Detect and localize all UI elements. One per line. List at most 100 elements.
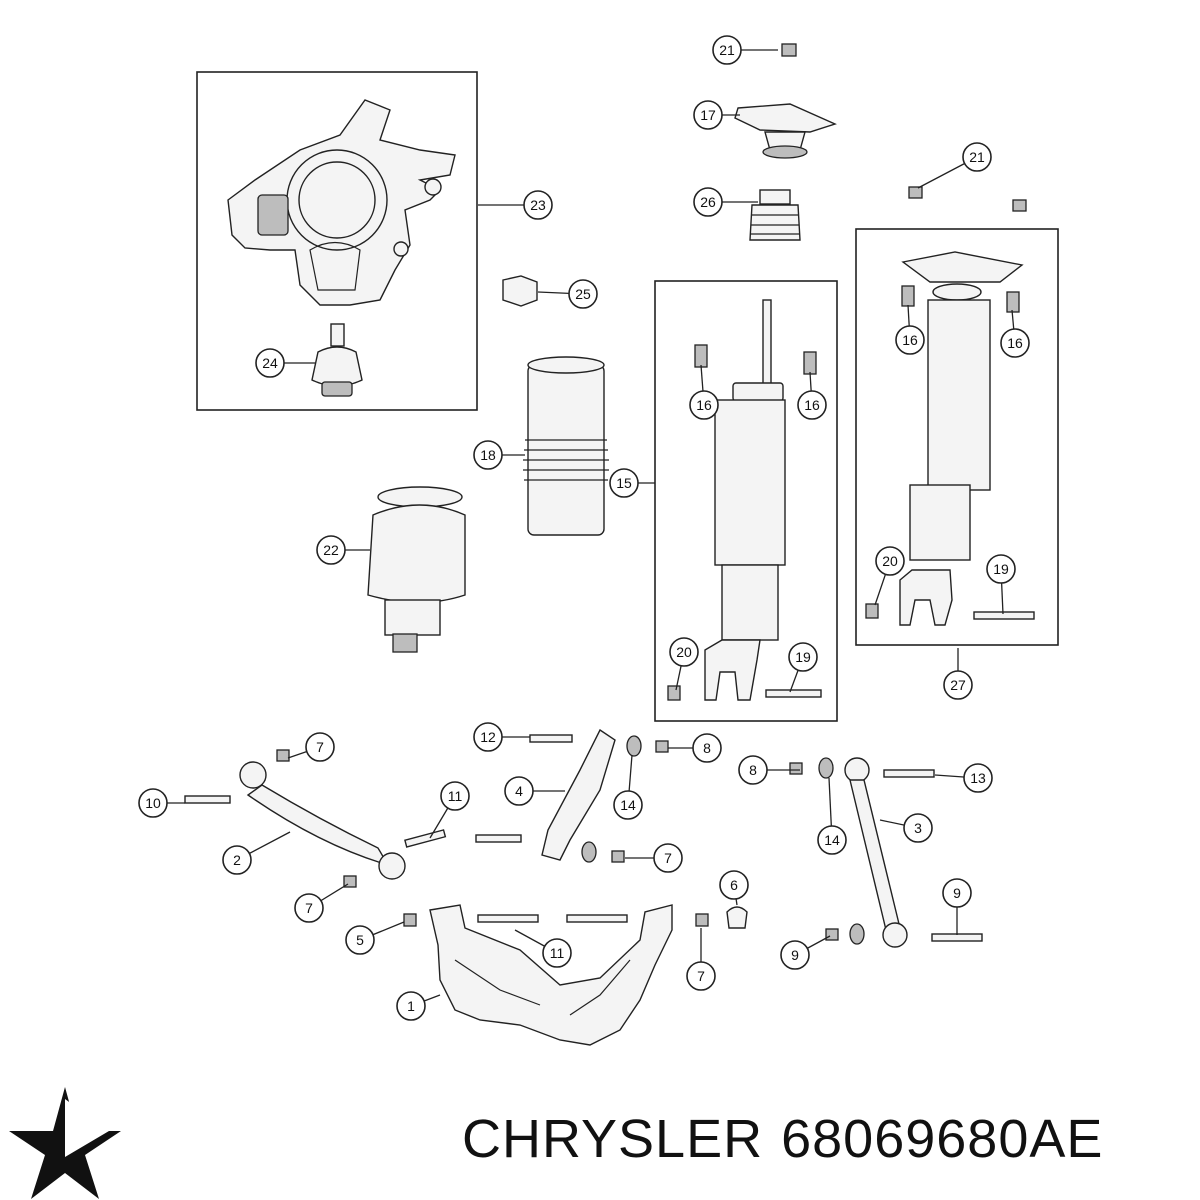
callout-number: 5 xyxy=(356,932,364,948)
callout-number: 7 xyxy=(664,850,672,866)
chrysler-pentastar-icon xyxy=(9,1087,121,1199)
callout-circle xyxy=(255,348,285,378)
callout-circle xyxy=(222,845,252,875)
callout-circle xyxy=(817,825,847,855)
frame-knuckle-group xyxy=(196,71,478,411)
callout-circle xyxy=(473,722,503,752)
callout-25: 25 xyxy=(568,279,598,309)
callout-number: 7 xyxy=(697,968,705,984)
callout-circle xyxy=(653,843,683,873)
part-link-4 xyxy=(404,728,669,863)
callout-24: 24 xyxy=(255,348,285,378)
callout-16: 16 xyxy=(895,325,925,355)
callout-circle xyxy=(943,670,973,700)
brand-name: CHRYSLER xyxy=(462,1109,764,1169)
callout-number: 19 xyxy=(795,649,811,665)
part-upper-mount xyxy=(734,103,837,159)
callout-number: 9 xyxy=(953,885,961,901)
part-air-spring xyxy=(367,486,466,653)
callout-circle xyxy=(669,637,699,667)
callout-number: 10 xyxy=(145,795,161,811)
callout-20: 20 xyxy=(669,637,699,667)
callout-number: 13 xyxy=(970,770,986,786)
callout-7: 7 xyxy=(653,843,683,873)
callout-number: 2 xyxy=(233,852,241,868)
callout-22: 22 xyxy=(316,535,346,565)
callout-number: 6 xyxy=(730,877,738,893)
callout-circle xyxy=(692,733,722,763)
callout-number: 14 xyxy=(620,797,636,813)
part-number: 68069680AE xyxy=(781,1109,1104,1169)
callout-circle xyxy=(875,546,905,576)
callout-26: 26 xyxy=(693,187,723,217)
callout-circle xyxy=(1000,328,1030,358)
callout-9: 9 xyxy=(780,940,810,970)
callout-12: 12 xyxy=(473,722,503,752)
callout-number: 20 xyxy=(882,553,898,569)
callout-number: 21 xyxy=(719,42,735,58)
part-ball-joint xyxy=(311,323,363,397)
callout-8: 8 xyxy=(738,755,768,785)
part-control-arm-2 xyxy=(184,749,406,888)
part-crossmember xyxy=(403,904,748,1046)
callout-16: 16 xyxy=(1000,328,1030,358)
callout-17: 17 xyxy=(693,100,723,130)
callout-circle xyxy=(797,390,827,420)
callout-5: 5 xyxy=(345,925,375,955)
callout-23: 23 xyxy=(523,190,553,220)
part-knuckle xyxy=(227,99,456,306)
part-nut-21-left xyxy=(908,186,923,199)
frame-shock-group xyxy=(654,280,838,722)
callout-number: 17 xyxy=(700,107,716,123)
callout-number: 9 xyxy=(791,947,799,963)
callout-circle xyxy=(609,468,639,498)
callout-21: 21 xyxy=(962,142,992,172)
callout-21: 21 xyxy=(712,35,742,65)
callout-14: 14 xyxy=(817,825,847,855)
callout-number: 8 xyxy=(749,762,757,778)
callout-15: 15 xyxy=(609,468,639,498)
callout-number: 26 xyxy=(700,194,716,210)
callout-number: 20 xyxy=(676,644,692,660)
callout-number: 7 xyxy=(305,900,313,916)
callout-circle xyxy=(986,554,1016,584)
callout-number: 16 xyxy=(804,397,820,413)
frame-strut-group xyxy=(855,228,1059,646)
callout-1: 1 xyxy=(396,991,426,1021)
callout-18: 18 xyxy=(473,440,503,470)
callout-20: 20 xyxy=(875,546,905,576)
callout-circle xyxy=(138,788,168,818)
callout-circle xyxy=(962,142,992,172)
callout-circle xyxy=(963,763,993,793)
callout-circle xyxy=(719,870,749,900)
callout-number: 24 xyxy=(262,355,278,371)
callout-circle xyxy=(345,925,375,955)
callout-7: 7 xyxy=(305,732,335,762)
callout-16: 16 xyxy=(689,390,719,420)
callout-circle xyxy=(294,893,324,923)
callout-number: 27 xyxy=(950,677,966,693)
part-strut xyxy=(865,251,1035,626)
callout-number: 16 xyxy=(902,332,918,348)
callout-7: 7 xyxy=(686,961,716,991)
callout-14: 14 xyxy=(613,790,643,820)
callout-6: 6 xyxy=(719,870,749,900)
callout-number: 11 xyxy=(550,945,565,961)
callout-circle xyxy=(693,187,723,217)
brand-footer: CHRYSLER 68069680AE xyxy=(462,1108,1121,1170)
callout-circle xyxy=(780,940,810,970)
callout-circle xyxy=(788,642,818,672)
callout-27: 27 xyxy=(943,670,973,700)
callout-11: 11 xyxy=(440,781,470,811)
callout-number: 16 xyxy=(696,397,712,413)
callout-circle xyxy=(689,390,719,420)
callout-circle xyxy=(903,813,933,843)
part-nut-25 xyxy=(502,275,538,307)
callout-number: 14 xyxy=(824,832,840,848)
callout-circle xyxy=(712,35,742,65)
callout-11: 11 xyxy=(542,938,572,968)
callout-19: 19 xyxy=(986,554,1016,584)
callout-9: 9 xyxy=(942,878,972,908)
callout-number: 11 xyxy=(448,788,463,804)
